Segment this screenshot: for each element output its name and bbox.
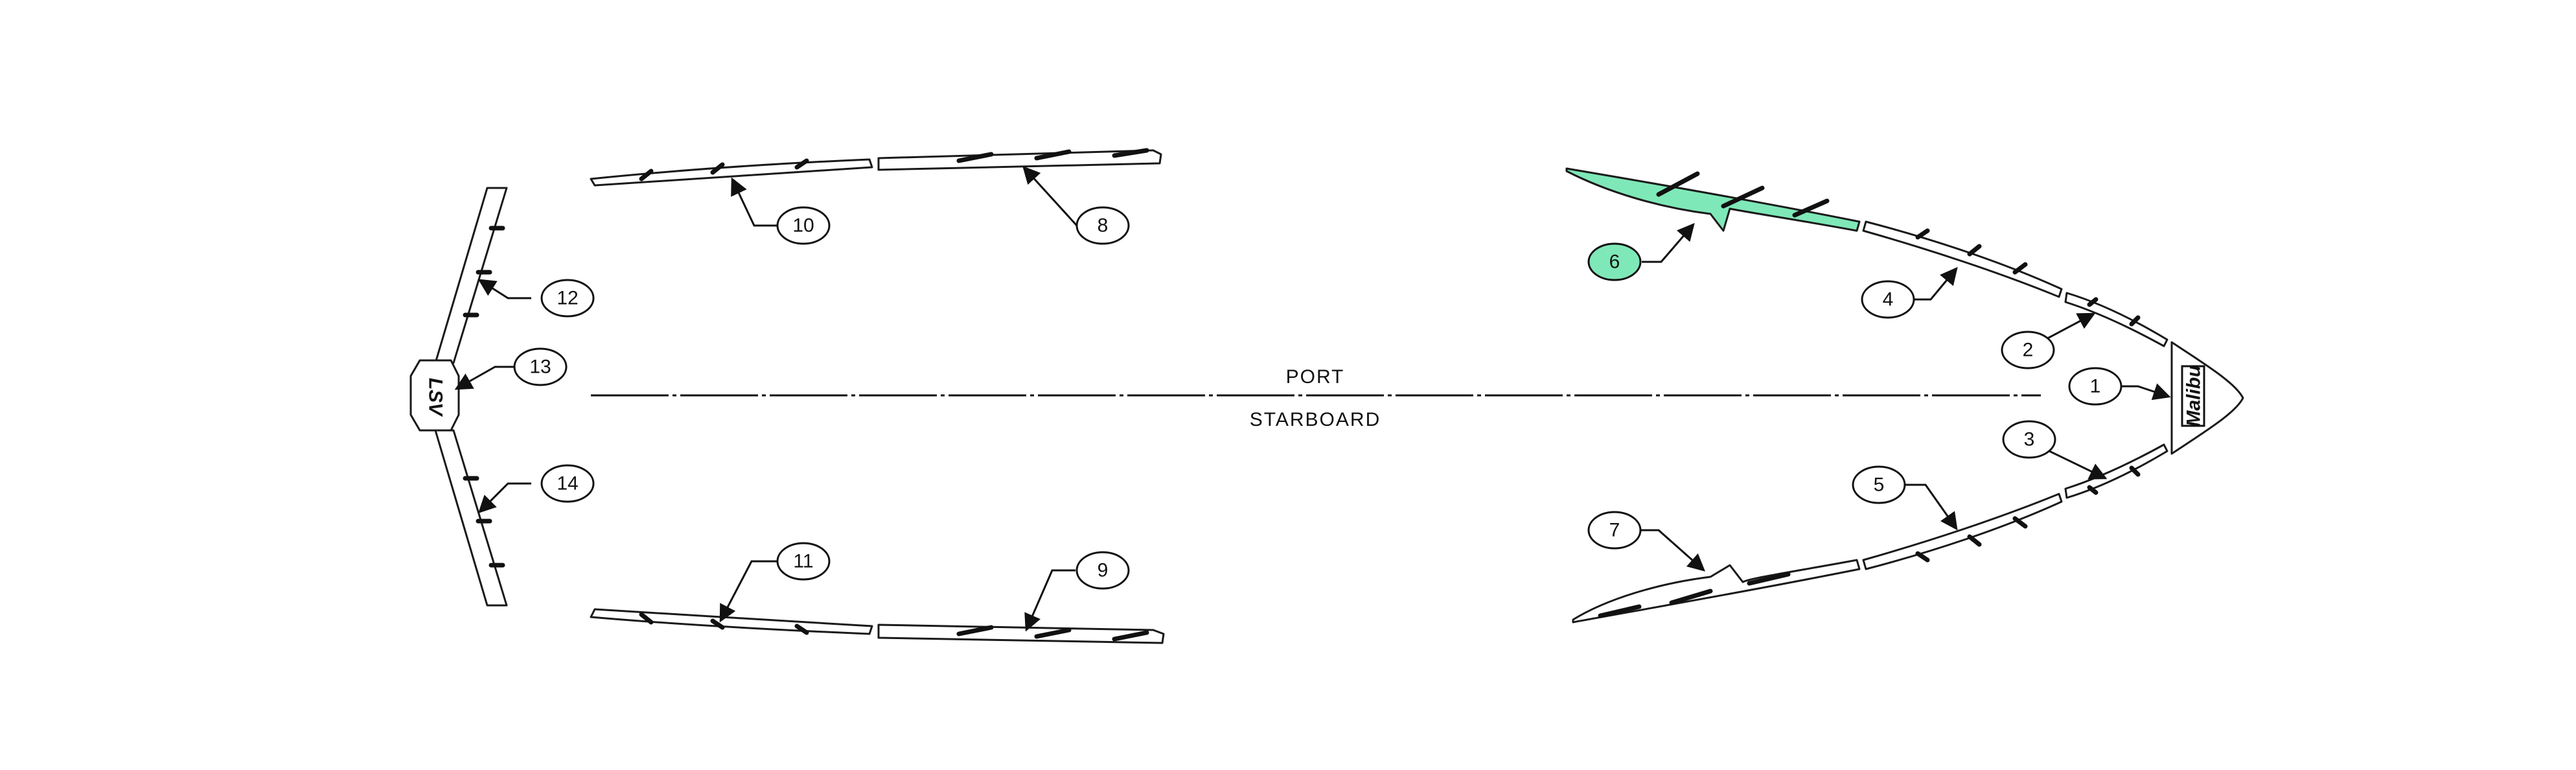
graphic-part-9[interactable] — [877, 624, 1165, 644]
graphic-part-14[interactable] — [434, 429, 508, 607]
graphic-part-10[interactable] — [590, 158, 873, 187]
svg-text:11: 11 — [793, 551, 813, 572]
callout-1[interactable]: 1 — [2068, 367, 2122, 406]
svg-text:2: 2 — [2023, 340, 2034, 361]
graphic-part-5[interactable] — [1862, 493, 2063, 570]
graphic-part-13[interactable]: LSV — [409, 359, 460, 432]
callout-4[interactable]: 4 — [1861, 280, 1915, 319]
svg-text:4: 4 — [1883, 289, 1894, 310]
callout-9[interactable]: 9 — [1075, 551, 1130, 590]
svg-text:12: 12 — [557, 288, 578, 309]
callout-11[interactable]: 11 — [776, 542, 831, 581]
graphic-part-8[interactable] — [877, 148, 1162, 171]
graphic-part-11[interactable] — [590, 608, 873, 635]
bow-logo-text: Malibu — [2183, 366, 2205, 427]
callout-13[interactable]: 13 — [513, 347, 568, 386]
port-label: PORT — [1286, 366, 1345, 388]
graphic-part-3[interactable] — [2064, 443, 2168, 499]
svg-text:10: 10 — [792, 215, 814, 237]
svg-text:1: 1 — [2090, 376, 2101, 397]
graphic-part-2[interactable] — [2064, 292, 2168, 347]
callout-6[interactable]: 6 — [1587, 242, 1642, 281]
svg-text:14: 14 — [557, 473, 578, 495]
svg-text:9: 9 — [1098, 560, 1109, 581]
callout-2[interactable]: 2 — [2001, 331, 2055, 369]
bow-logo-badge — [2181, 365, 2205, 427]
callout-14[interactable]: 14 — [540, 464, 595, 503]
svg-text:13: 13 — [529, 356, 551, 378]
graphic-part-6[interactable] — [1565, 167, 1861, 232]
transom-logo-text: LSV — [425, 378, 446, 417]
graphic-part-4[interactable] — [1862, 220, 2063, 298]
callout-5[interactable]: 5 — [1852, 465, 1906, 504]
graphic-part-12[interactable] — [434, 187, 508, 364]
svg-text:3: 3 — [2024, 429, 2035, 450]
svg-text:8: 8 — [1098, 215, 1109, 237]
callout-10[interactable]: 10 — [776, 206, 831, 245]
callout-3[interactable]: 3 — [2002, 420, 2056, 459]
svg-text:7: 7 — [1609, 520, 1620, 541]
graphic-part-1-bow-cap[interactable]: Malibu — [2170, 341, 2244, 455]
callout-7[interactable]: 7 — [1587, 511, 1642, 550]
callout-12[interactable]: 12 — [540, 279, 595, 318]
svg-text:5: 5 — [1874, 474, 1885, 496]
starboard-label: STARBOARD — [1250, 409, 1381, 430]
callout-8[interactable]: 8 — [1075, 206, 1130, 245]
graphic-part-7[interactable] — [1572, 559, 1861, 624]
svg-text:6: 6 — [1609, 251, 1620, 273]
